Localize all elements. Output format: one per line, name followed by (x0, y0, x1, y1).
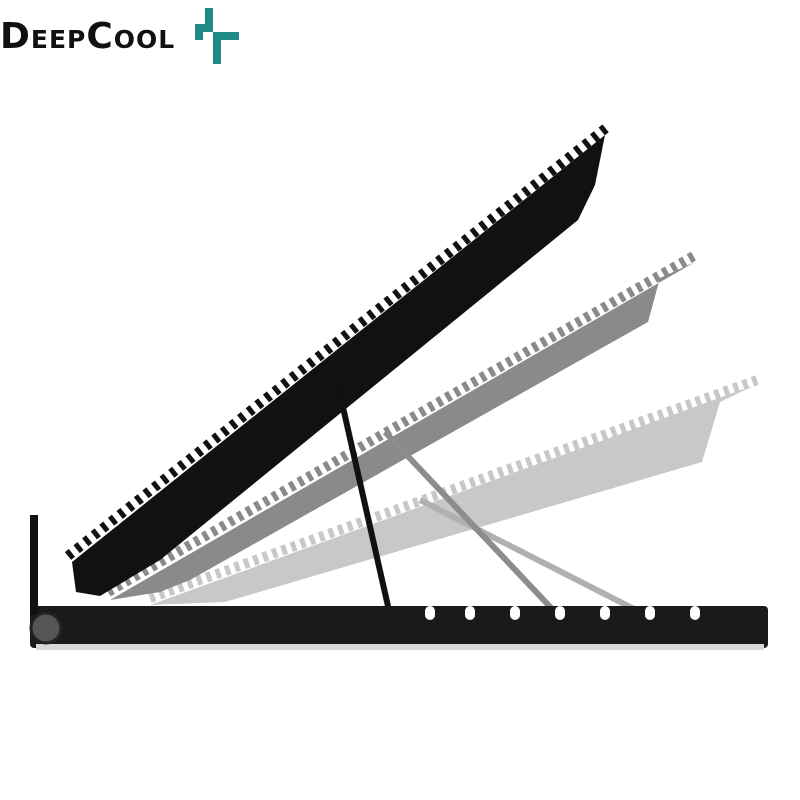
panel-high-position (64, 124, 610, 596)
panel-mid-position (105, 249, 700, 600)
stand-base (30, 515, 768, 650)
panel-low-position (148, 375, 759, 605)
support-rod-high (332, 371, 393, 616)
hinge-knob (29, 611, 63, 645)
brand-logo-text: DeepCool (0, 15, 176, 57)
support-rod-low (418, 497, 642, 615)
brand-logo: DeepCool (0, 8, 240, 64)
brand-mark-icon (195, 8, 240, 64)
support-rod-mid (382, 429, 558, 615)
